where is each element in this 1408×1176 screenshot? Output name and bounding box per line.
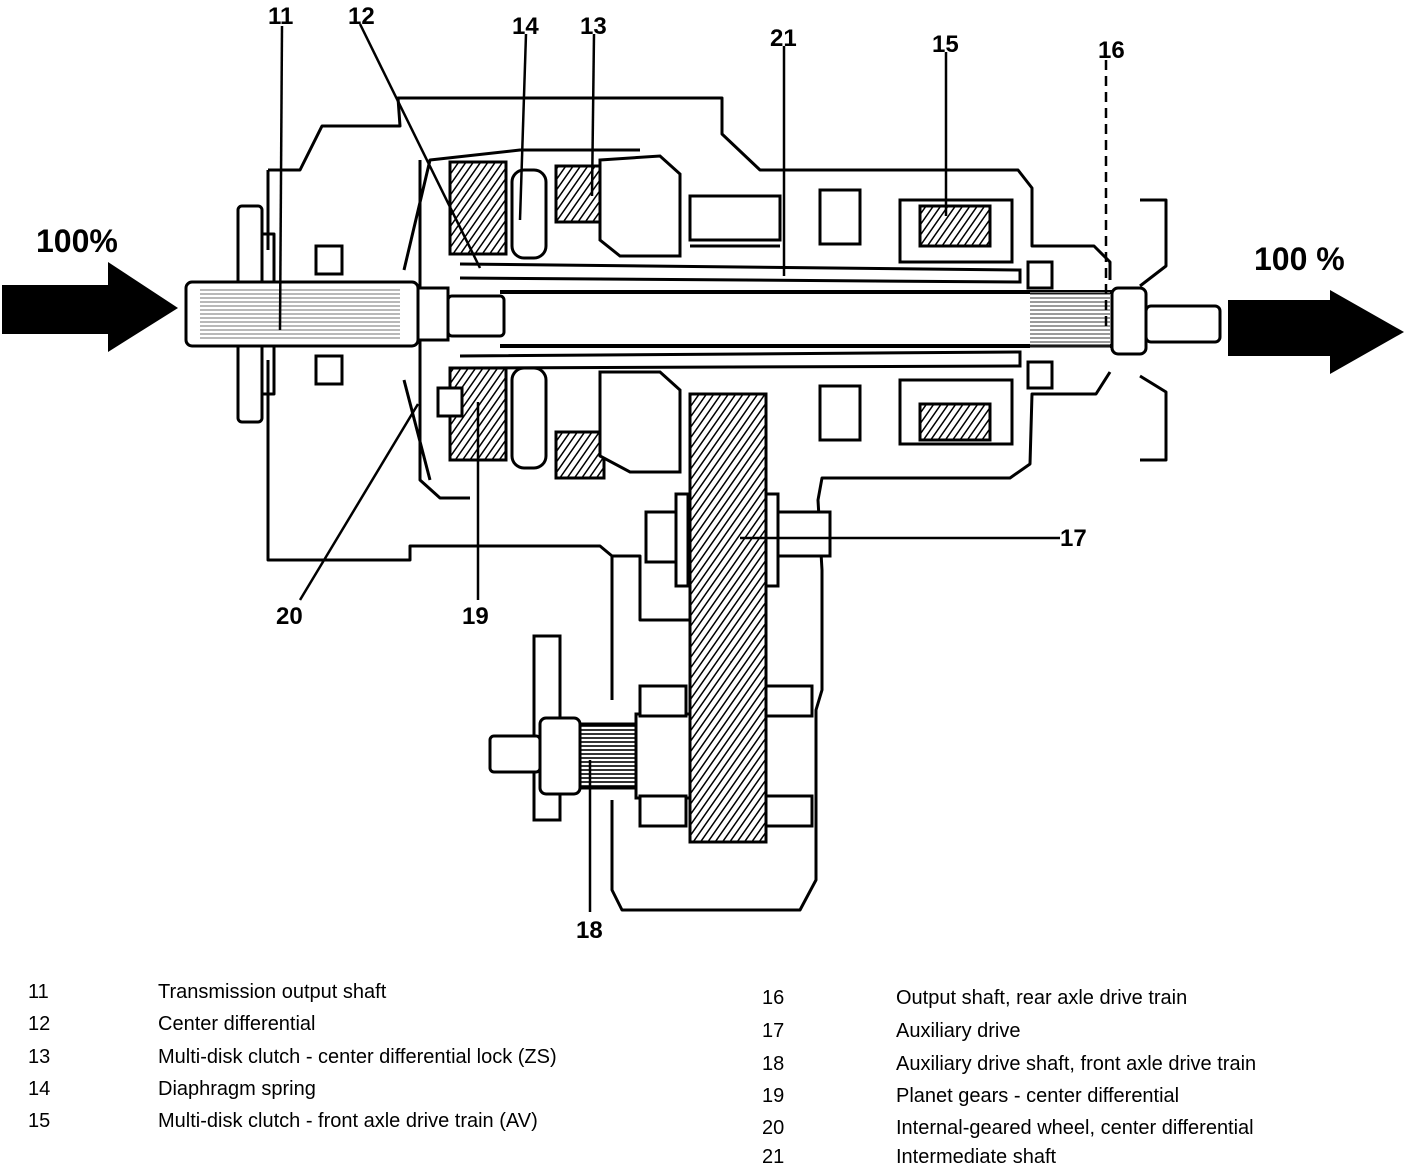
intermediate-shaft xyxy=(459,262,1022,370)
diaphragm-spring xyxy=(510,168,548,470)
legend-number: 12 xyxy=(28,1013,51,1035)
input-percent-label: 100% xyxy=(36,223,118,259)
legend-description: Diaphragm spring xyxy=(158,1078,316,1100)
legend-number: 16 xyxy=(762,987,785,1009)
callout-leaders xyxy=(278,23,1108,912)
legend-description: Multi-disk clutch - center differential … xyxy=(158,1046,557,1068)
main-shaft xyxy=(184,280,1222,356)
legend-number: 14 xyxy=(28,1078,51,1100)
legend-number: 17 xyxy=(762,1020,785,1042)
auxiliary-drive-gear xyxy=(644,392,832,844)
output-arrow xyxy=(1228,290,1404,374)
callout-17: 17 xyxy=(1060,525,1087,552)
callout-21: 21 xyxy=(770,25,797,52)
legend-description: Transmission output shaft xyxy=(158,981,387,1003)
callout-18: 18 xyxy=(576,917,603,944)
legend-number: 19 xyxy=(762,1085,785,1107)
legend-description: Internal-geared wheel, center differenti… xyxy=(896,1117,1254,1139)
legend-number: 18 xyxy=(762,1053,785,1075)
output-percent-label: 100 % xyxy=(1254,241,1345,277)
transfer-case-diagram: 11 12 14 13 21 15 16 17 18 19 20 100% 10… xyxy=(2,3,1404,944)
center-diff-lock-clutch xyxy=(554,154,682,480)
legend-description: Intermediate shaft xyxy=(896,1146,1057,1168)
legend-number: 15 xyxy=(28,1110,51,1132)
callout-20: 20 xyxy=(276,603,303,630)
legend-description: Center differential xyxy=(158,1013,316,1035)
legend-number: 13 xyxy=(28,1046,51,1068)
legend-description: Auxiliary drive shaft, front axle drive … xyxy=(896,1053,1257,1075)
callout-14: 14 xyxy=(512,13,539,40)
front-axle-clutch xyxy=(898,198,1014,446)
callout-15: 15 xyxy=(932,31,959,58)
front-axle-output-shaft xyxy=(488,634,814,828)
legend-number: 11 xyxy=(28,981,49,1003)
callout-16: 16 xyxy=(1098,37,1125,64)
callout-19: 19 xyxy=(462,603,489,630)
drive-sleeve xyxy=(688,194,782,248)
legend-number: 20 xyxy=(762,1117,785,1139)
callout-11: 11 xyxy=(268,3,293,30)
bearings xyxy=(314,188,1054,442)
legend-description: Output shaft, rear axle drive train xyxy=(896,987,1188,1009)
legend-description: Planet gears - center differential xyxy=(896,1085,1180,1107)
input-arrow xyxy=(2,262,178,352)
callout-13: 13 xyxy=(580,13,607,40)
callout-12: 12 xyxy=(348,3,375,30)
legend-description: Auxiliary drive xyxy=(896,1020,1021,1042)
legend-description: Multi-disk clutch - front axle drive tra… xyxy=(158,1110,538,1132)
legend-number: 21 xyxy=(762,1146,785,1168)
